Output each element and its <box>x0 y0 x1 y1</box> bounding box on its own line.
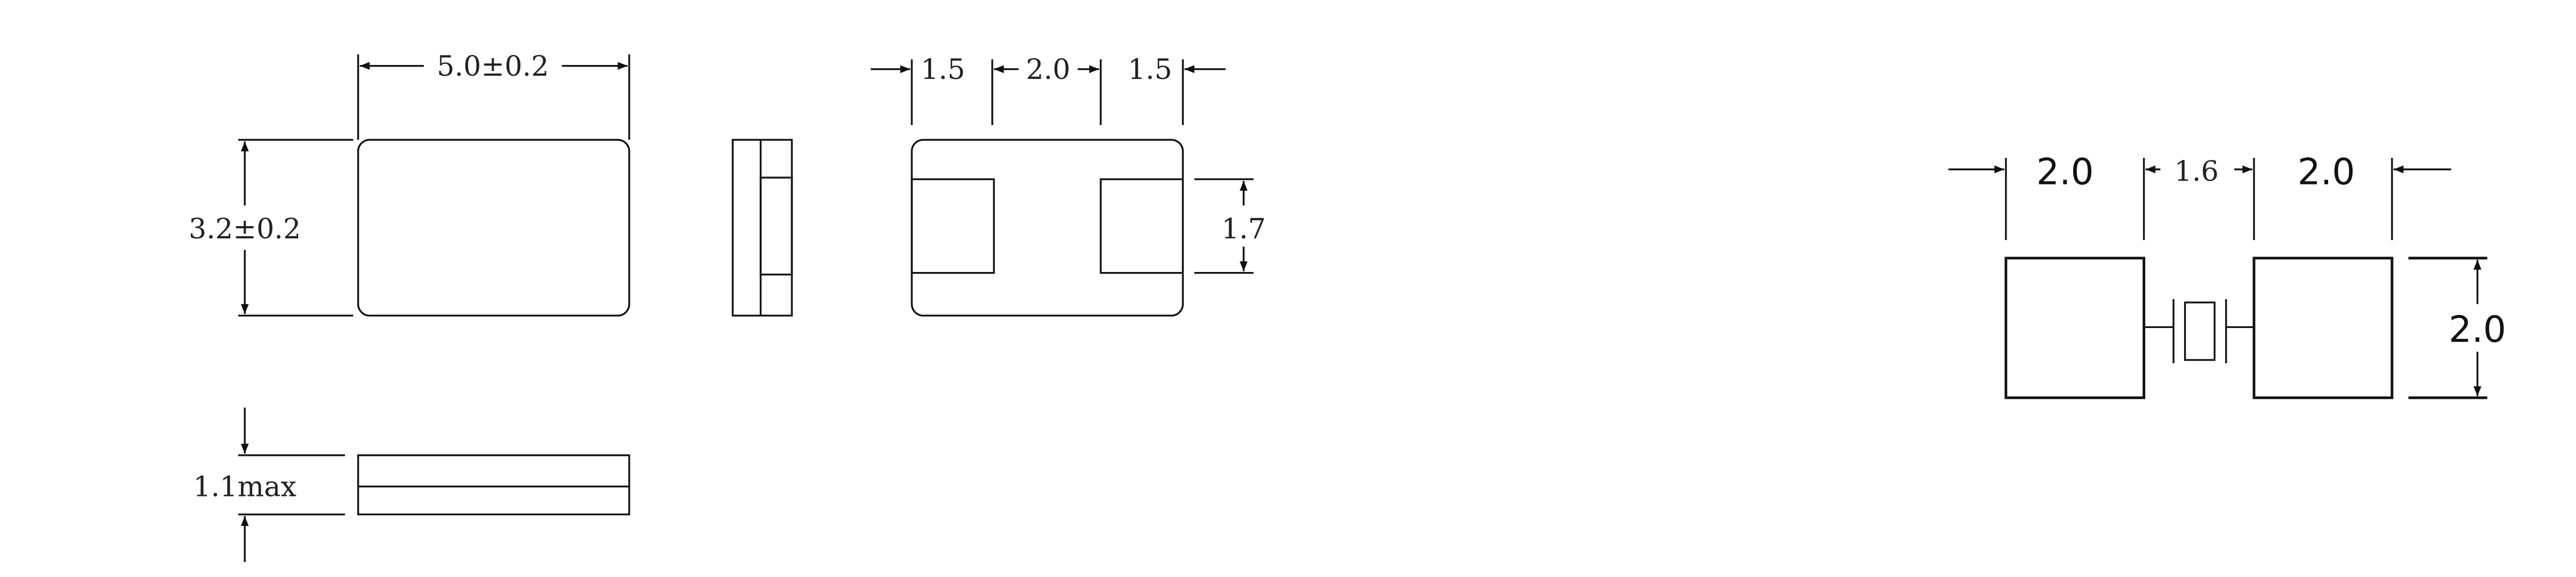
land-pattern: 2.0 1.6 2.0 2.0 <box>1948 150 2506 399</box>
side-view <box>732 139 793 317</box>
width-dimension-label: 3.2±0.2 <box>189 213 301 245</box>
front-view: 1.1max <box>193 407 630 562</box>
land-pad-right <box>2252 257 2394 399</box>
pad-gap-label: 1.6 <box>2174 155 2219 188</box>
height-dimension-label: 1.1max <box>193 471 296 503</box>
pad-height-label: 2.0 <box>2449 308 2506 350</box>
crystal-symbol-icon <box>2144 299 2254 364</box>
length-dimension-label: 5.0±0.2 <box>437 50 549 83</box>
top-view: 5.0±0.2 3.2±0.2 <box>189 50 630 317</box>
bottom-view: 1.5 2.0 1.5 1.7 <box>870 53 1266 317</box>
terminal-height-label: 1.7 <box>1222 213 1266 245</box>
pad-right-width-label: 2.0 <box>2298 150 2355 193</box>
terminal-left-label: 1.5 <box>921 53 965 86</box>
pad-left-width-label: 2.0 <box>2036 150 2094 193</box>
terminal-hatch <box>759 177 793 276</box>
terminal-pad-right <box>1100 178 1184 274</box>
terminal-pad-left <box>911 178 995 274</box>
terminal-gap-label: 2.0 <box>1026 53 1070 86</box>
land-pad-left <box>2004 257 2146 399</box>
component-body-top <box>357 139 630 317</box>
terminal-right-label: 1.5 <box>1128 53 1172 86</box>
